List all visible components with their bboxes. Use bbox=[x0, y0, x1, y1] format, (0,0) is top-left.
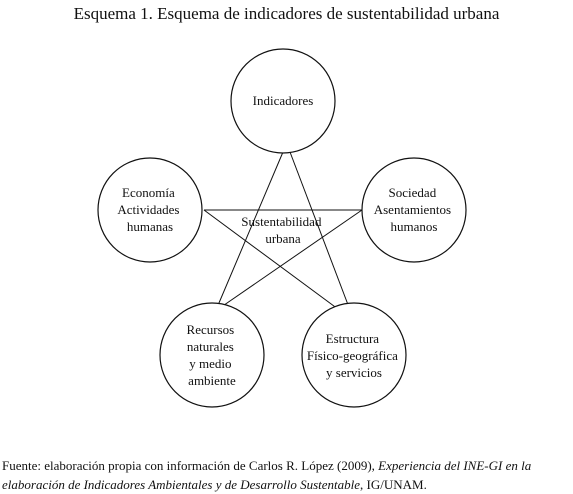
label-center: Sustentabilidad urbana bbox=[241, 214, 324, 246]
node-estructura bbox=[301, 302, 407, 408]
node-sociedad bbox=[361, 157, 467, 263]
edge-sociedad-recursos bbox=[213, 209, 363, 313]
source-suffix: , IG/UNAM. bbox=[360, 477, 427, 492]
node-indicadores bbox=[230, 48, 336, 154]
source-title: Experiencia del INE-GI en la elaboración… bbox=[2, 458, 532, 492]
label-sociedad: Sociedad Asentamientos humanos bbox=[374, 185, 455, 234]
label-estructura: Estructura Físico-geográfica y servicios bbox=[307, 331, 401, 380]
node-economia bbox=[97, 157, 203, 263]
label-recursos: Recursos naturales y medio ambiente bbox=[187, 322, 238, 388]
edge-indicadores-recursos bbox=[215, 151, 284, 311]
source-prefix: Fuente: elaboración propia con informaci… bbox=[2, 458, 379, 473]
node-recursos bbox=[159, 302, 265, 408]
edge-indicadores-estructura bbox=[289, 151, 351, 311]
figure-title: Esquema 1. Esquema de indicadores de sus… bbox=[73, 4, 500, 23]
source-note: Fuente: elaboración propia con informaci… bbox=[2, 456, 572, 494]
label-economia: Economía Actividades humanas bbox=[117, 185, 182, 234]
edge-economia-estructura bbox=[203, 209, 343, 313]
label-indicadores: Indicadores bbox=[253, 93, 314, 108]
